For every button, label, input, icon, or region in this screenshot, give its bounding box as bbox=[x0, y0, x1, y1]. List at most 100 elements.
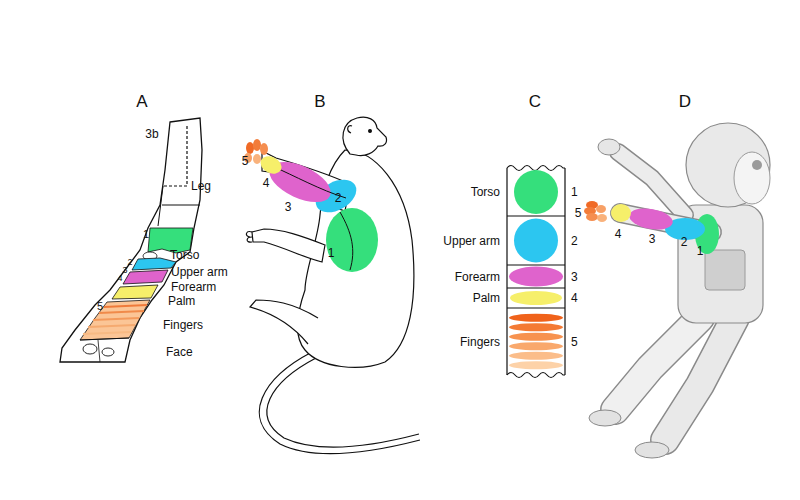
body-part-label: Upper arm bbox=[443, 235, 500, 247]
callout-number: 1 bbox=[143, 229, 149, 240]
face-area bbox=[83, 344, 97, 354]
body-map-cell: Forearm3 bbox=[507, 265, 565, 288]
monkey-arm bbox=[252, 229, 325, 262]
robot-hand bbox=[598, 139, 620, 155]
finger-stripe bbox=[83, 332, 131, 334]
area-boundary bbox=[158, 186, 163, 226]
body-part-label: Palm bbox=[473, 292, 500, 304]
monkey-leg bbox=[250, 300, 318, 344]
robot-foot bbox=[635, 442, 669, 458]
body-part-patch bbox=[509, 267, 563, 287]
callout-number: 4 bbox=[615, 228, 622, 240]
callout-number: 5 bbox=[571, 336, 578, 348]
body-part-patch bbox=[514, 219, 558, 263]
dashed-boundary bbox=[163, 126, 187, 186]
patch-line bbox=[340, 212, 353, 270]
torso-patch bbox=[326, 208, 378, 272]
finger-patch bbox=[253, 154, 261, 164]
finger-stripe bbox=[99, 311, 144, 313]
callout-number: 2 bbox=[681, 236, 688, 248]
cell-shape bbox=[507, 288, 565, 308]
callout-number: 3 bbox=[285, 201, 292, 213]
callout-number: 2 bbox=[127, 258, 132, 267]
callout-number: 2 bbox=[335, 192, 342, 204]
body-part-label: Forearm bbox=[455, 271, 500, 283]
callout-number: 2 bbox=[571, 235, 578, 247]
cell-shape bbox=[507, 168, 565, 216]
monkey-tail bbox=[259, 352, 420, 454]
cell-shape bbox=[507, 216, 565, 265]
finger-stripe bbox=[93, 318, 139, 320]
monkey-tail bbox=[267, 358, 419, 447]
monkey-head bbox=[343, 117, 387, 155]
callout-number: 4 bbox=[571, 292, 578, 304]
area-label: 3b bbox=[145, 128, 158, 140]
panel-letter: D bbox=[679, 93, 691, 110]
column-top bbox=[507, 166, 565, 171]
finger-patch bbox=[246, 142, 254, 154]
panel-letter: C bbox=[529, 93, 541, 110]
finger-patch bbox=[586, 213, 598, 221]
face-area bbox=[102, 348, 114, 356]
body-map-cell: Upper arm2 bbox=[507, 216, 565, 265]
upper-arm-region bbox=[132, 258, 176, 270]
finger-stripe bbox=[88, 325, 135, 327]
body-part-label: Torso bbox=[170, 249, 199, 261]
forearm-patch bbox=[628, 205, 675, 232]
area-boundary bbox=[162, 205, 200, 206]
column-side bbox=[507, 168, 565, 375]
finger-stripe bbox=[509, 361, 563, 369]
column-bottom bbox=[507, 373, 565, 378]
callout-number: 3 bbox=[122, 266, 127, 275]
callout-number: 5 bbox=[575, 207, 582, 219]
face-boundary bbox=[80, 338, 129, 340]
forearm-region bbox=[123, 270, 168, 284]
panel-letter: A bbox=[136, 93, 147, 110]
callout-number: 3 bbox=[571, 271, 578, 283]
callout-number: 5 bbox=[242, 155, 249, 167]
palm-patch bbox=[611, 204, 631, 222]
callout-number: 1 bbox=[328, 247, 335, 259]
finger-stripe bbox=[509, 323, 563, 331]
cell-shape bbox=[507, 265, 565, 288]
finger-stripe bbox=[509, 352, 563, 360]
body-part-label: Leg bbox=[191, 180, 211, 192]
finger-stripe bbox=[509, 314, 563, 322]
body-map-cell: Torso1 bbox=[507, 168, 565, 216]
body-map-column bbox=[507, 166, 565, 378]
finger-stripe bbox=[509, 333, 563, 341]
finger-patch bbox=[597, 214, 607, 222]
fingers-region bbox=[80, 300, 150, 340]
finger-patch bbox=[596, 205, 606, 213]
monkey-eye bbox=[369, 130, 372, 133]
callout-number: 1 bbox=[571, 186, 578, 198]
callout-number: 5 bbox=[97, 301, 103, 312]
body-part-label: Face bbox=[166, 346, 193, 358]
callout-number: 1 bbox=[697, 245, 704, 257]
finger-stripe bbox=[104, 305, 147, 307]
robot-leg bbox=[615, 318, 700, 410]
body-part-patch bbox=[510, 291, 562, 305]
callout-number: 4 bbox=[263, 177, 270, 189]
body-map-cell: Palm4 bbox=[507, 288, 565, 308]
body-part-patch bbox=[514, 170, 558, 214]
finger-patch bbox=[260, 143, 268, 155]
robot-panel bbox=[705, 250, 745, 290]
palm-region bbox=[112, 285, 158, 299]
cell-divider bbox=[507, 216, 565, 308]
body-part-label: Forearm bbox=[171, 281, 216, 293]
face-boundary bbox=[98, 340, 100, 362]
callout-number: 4 bbox=[117, 274, 122, 283]
body-part-label: Upper arm bbox=[171, 266, 228, 278]
finger-patch bbox=[253, 139, 261, 151]
callout-number: 3 bbox=[649, 233, 656, 245]
body-part-label: Fingers bbox=[460, 336, 500, 348]
robot-drawing bbox=[584, 123, 770, 458]
body-part-label: Torso bbox=[471, 186, 500, 198]
palm-patch bbox=[258, 153, 285, 177]
monkey-ear bbox=[348, 126, 352, 133]
